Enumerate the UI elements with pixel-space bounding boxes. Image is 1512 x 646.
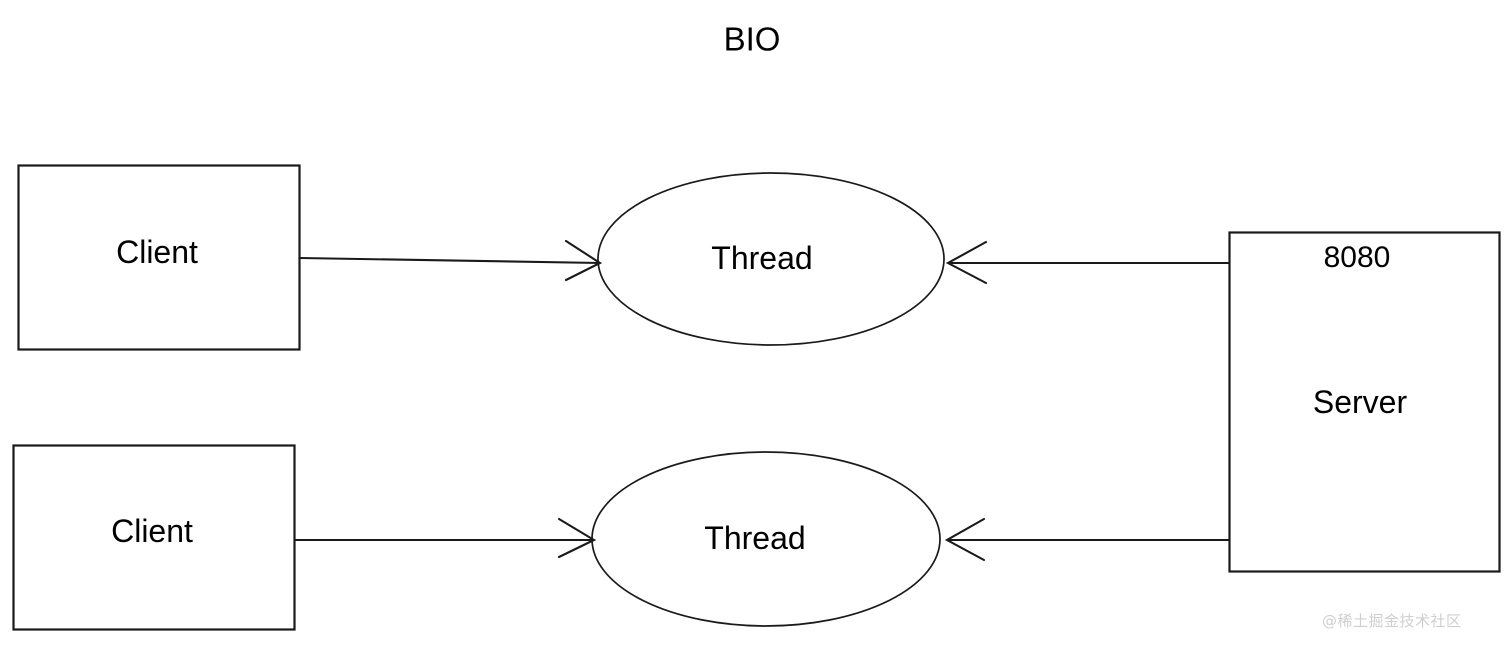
watermark: @稀土掘金技术社区	[1322, 612, 1462, 630]
client-2-label: Client	[111, 513, 193, 549]
edge-server-to-thread2	[944, 517, 1229, 562]
thread-1-ellipse[interactable]	[597, 172, 945, 346]
server-label: Server	[1312, 384, 1408, 420]
server-box[interactable]	[1228, 231, 1501, 573]
edge-client2-to-thread2	[295, 517, 597, 559]
client-2-box[interactable]	[12, 444, 296, 631]
thread-1-label: Thread	[711, 240, 813, 276]
thread-2-label: Thread	[704, 520, 806, 556]
edge-server-to-thread1	[945, 240, 1229, 285]
page-title: BIO	[723, 20, 781, 58]
server-port-label: 8080	[1323, 241, 1391, 274]
client-1-label: Client	[116, 234, 198, 270]
edge-client1-to-thread1	[299, 239, 603, 282]
client-1-box[interactable]	[17, 164, 301, 351]
